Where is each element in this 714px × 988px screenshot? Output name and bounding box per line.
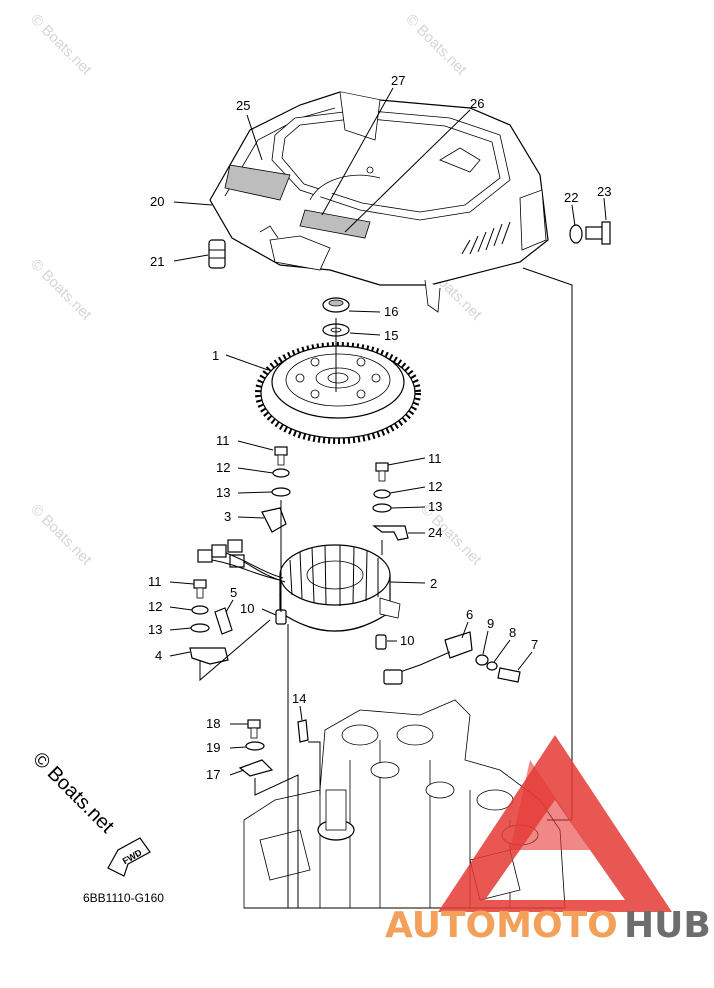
fwd-arrow: FWD <box>107 837 151 877</box>
watermark: © Boats.net <box>402 11 470 79</box>
callout-18: 18 <box>206 716 220 731</box>
callout-3: 3 <box>224 509 231 524</box>
callout-14: 14 <box>292 691 306 706</box>
callout-24: 24 <box>428 525 442 540</box>
callout-8: 8 <box>509 625 516 640</box>
diagram-code: 6BB1110-G160 <box>83 891 164 905</box>
bolt-set-upper-left <box>261 446 291 533</box>
callout-15: 15 <box>384 328 398 343</box>
collar-10-right <box>375 634 387 650</box>
callout-20: 20 <box>150 194 164 209</box>
callout-9: 9 <box>487 616 494 631</box>
grommet-21 <box>208 239 226 269</box>
leader-lines <box>169 87 607 776</box>
callout-13: 13 <box>148 622 162 637</box>
callout-25: 25 <box>236 98 250 113</box>
nut-16 <box>322 297 350 313</box>
flywheel-1 <box>255 342 421 444</box>
automotohub-logo: AUTOMOTO HUB <box>385 735 711 946</box>
callout-16: 16 <box>384 304 398 319</box>
clip-14 <box>297 719 309 743</box>
logo-text-automoto: AUTOMOTO <box>385 905 618 946</box>
copyright-watermark: © Boats.net <box>28 748 118 838</box>
watermark: © Boats.net <box>27 256 95 324</box>
watermarks: © Boats.net © Boats.net © Boats.net © Bo… <box>27 11 485 569</box>
flywheel-cover <box>209 91 549 313</box>
callout-13: 13 <box>428 499 442 514</box>
assembly-guide-lines <box>199 267 573 908</box>
callout-12: 12 <box>428 479 442 494</box>
callout-1: 1 <box>212 348 219 363</box>
bolt-set-lower-left <box>189 579 233 665</box>
logo-text-hub: HUB <box>624 905 711 946</box>
callout-12: 12 <box>148 599 162 614</box>
callout-26: 26 <box>470 96 484 111</box>
logo-triangle-mark <box>438 735 672 912</box>
callout-17: 17 <box>206 767 220 782</box>
collar-10-left <box>275 609 287 625</box>
callout-23: 23 <box>597 184 611 199</box>
cover-vents <box>461 221 511 255</box>
logo-triangle-inner <box>510 760 590 850</box>
callout-11: 11 <box>428 451 442 466</box>
stator-2 <box>279 544 401 632</box>
bolt-set-lower <box>238 719 274 777</box>
watermark: © Boats.net <box>27 501 95 569</box>
callout-11: 11 <box>216 433 230 448</box>
wire-harness <box>197 539 286 583</box>
callout-12: 12 <box>216 460 230 475</box>
callout-7: 7 <box>531 637 538 652</box>
callout-22: 22 <box>564 190 578 205</box>
callout-19: 19 <box>206 740 220 755</box>
callout-13: 13 <box>216 485 230 500</box>
callout-10: 10 <box>240 601 254 616</box>
callout-5: 5 <box>230 585 237 600</box>
watermark: © Boats.net <box>27 11 95 79</box>
callout-27: 27 <box>391 73 405 88</box>
bolt-set-upper-right <box>372 462 409 541</box>
callout-2: 2 <box>430 576 437 591</box>
callout-10: 10 <box>400 633 414 648</box>
callout-6: 6 <box>466 607 473 622</box>
callout-4: 4 <box>155 648 162 663</box>
sensor-6-assembly <box>383 631 521 685</box>
callout-labels: 25 27 26 20 21 22 23 16 15 1 11 12 13 3 … <box>148 73 611 782</box>
bolt-22-23 <box>569 221 611 245</box>
callout-21: 21 <box>150 254 164 269</box>
callout-11: 11 <box>148 574 162 589</box>
